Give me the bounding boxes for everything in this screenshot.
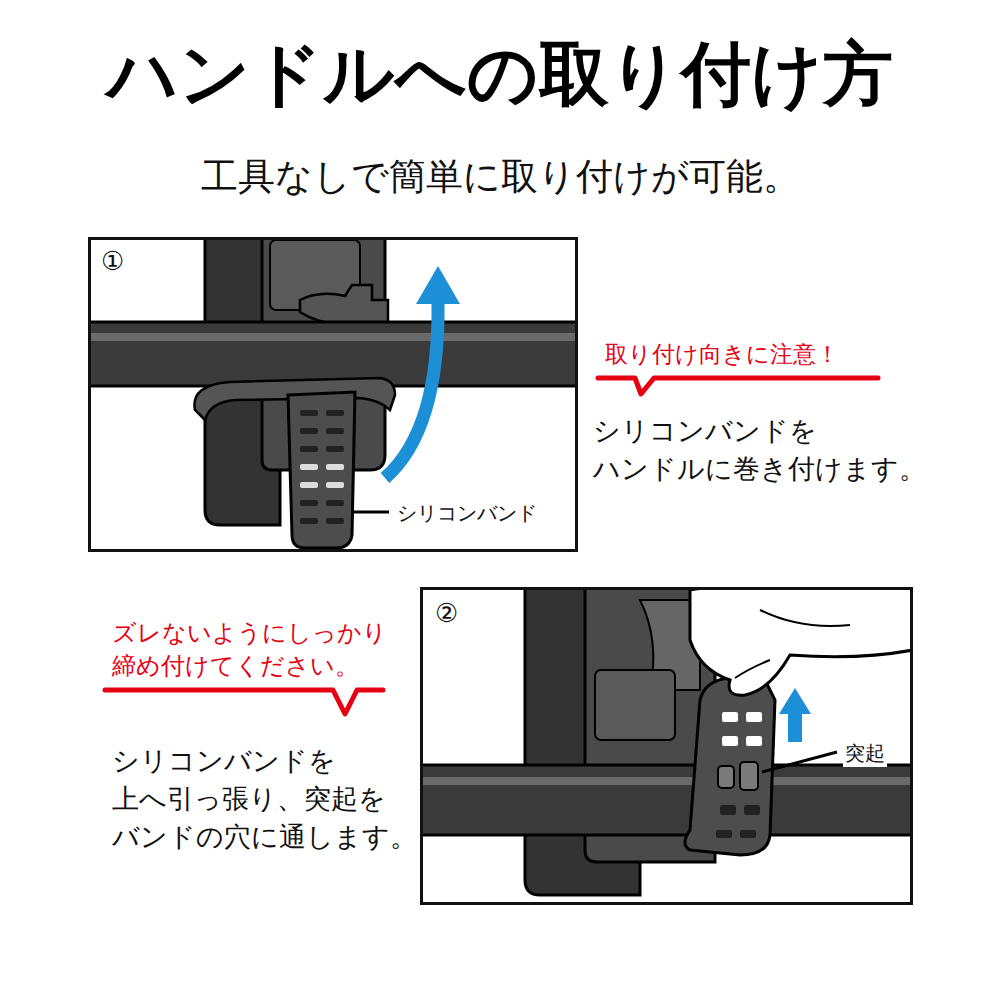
warning-note: ズレないようにしっかり 締め付けてください。	[112, 617, 386, 683]
panel-two-drawing	[422, 589, 911, 895]
instruction-text: シリコンバンドを 上へ引っ張り、突起を バンドの穴に通します。	[112, 742, 417, 856]
part-label: 突起	[843, 740, 887, 767]
panel-one-drawing	[90, 239, 576, 548]
callout-line	[105, 690, 383, 714]
step-panel: ① シリコンバンド	[88, 237, 578, 552]
step-number: ①	[99, 246, 126, 276]
instruction-text: シリコンバンドを ハンドルに巻き付けます。	[593, 412, 928, 488]
page-title: ハンドルへの取り付け方	[0, 30, 1000, 120]
warning-note: 取り付け向きに注意！	[605, 338, 839, 370]
part-label: シリコンバンド	[395, 500, 539, 527]
callout-line	[598, 378, 878, 394]
subtitle: 工具なしで簡単に取り付けが可能。	[0, 152, 1000, 202]
step-panel: ② 突起	[420, 587, 913, 905]
step-number: ②	[433, 598, 460, 628]
